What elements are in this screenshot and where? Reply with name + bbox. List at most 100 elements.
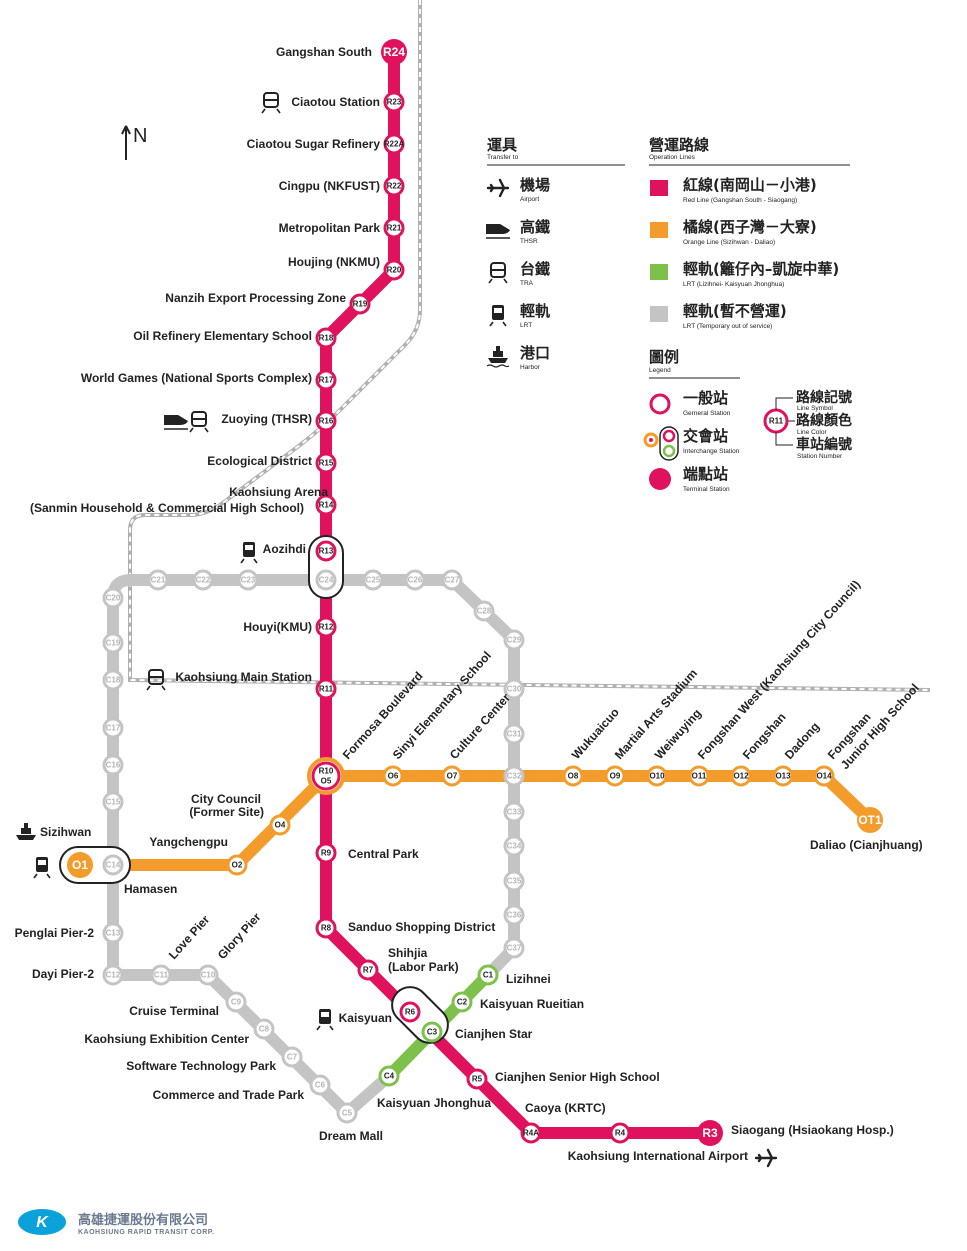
legend-line-en-0: Red Line (Gangshan South - Siaogang): [683, 197, 797, 204]
station-c26-code: C26: [408, 576, 423, 585]
label-shihjia: Shihjia: [388, 946, 428, 960]
station-r3-code: R3: [702, 1126, 718, 1140]
station-o11-code: O11: [692, 772, 707, 781]
station-c31-code: C31: [507, 730, 522, 739]
station-o4-code: O4: [275, 821, 286, 830]
legend-interchange-en: Interchange Station: [683, 448, 740, 455]
legend-station-anatomy: R11 路線記號 Line Symbol 路線顏色 Line Color 車站編…: [763, 389, 852, 460]
station-c15: [102, 791, 124, 813]
station-r17: [315, 369, 337, 391]
legend-line-zh-3: 輕軌(暫不營運): [683, 302, 787, 320]
red-line: [320, 52, 710, 1139]
station-r16: [315, 410, 337, 432]
label-nanzih-export-processing-zone: Nanzih Export Processing Zone: [165, 291, 346, 305]
station-o10: [646, 765, 668, 787]
tra-train-icon: [488, 262, 508, 284]
ferry-ship-icon: [486, 346, 510, 368]
station-c15-code: C15: [106, 798, 121, 807]
label-commerce-and-trade-park: Commerce and Trade Park: [153, 1088, 305, 1102]
kaisyuan-lrt-icon: [316, 1009, 334, 1031]
station-r9: [315, 842, 337, 864]
legend-line-zh-2: 輕軌(籬仔內–凱旋中華): [683, 260, 839, 278]
legend-lrt-zh: 輕軌: [520, 302, 550, 320]
station-c10-code: C10: [201, 971, 216, 980]
legend-thsr-en: THSR: [520, 238, 538, 245]
station-c22: [192, 569, 214, 591]
station-r21-code: R21: [387, 224, 402, 233]
label-zuoying-thsr: Zuoying (THSR): [221, 412, 312, 426]
station-c9-code: C9: [231, 998, 242, 1007]
station-r4: [609, 1122, 631, 1144]
legend-line-en-2: LRT (Lizihnei- Kaisyuan Jhonghua): [683, 281, 784, 288]
label-kaisyuan-jhonghua: Kaisyuan Jhonghua: [377, 1096, 491, 1110]
legend-terminal-en: Terminal Station: [683, 486, 730, 493]
label-sizihwan-o1: Sizihwan: [40, 825, 91, 839]
station-c32-code: C32: [507, 772, 522, 781]
label-yangchengpu-o2: Yangchengpu: [149, 835, 228, 849]
station-o12-code: O12: [733, 772, 749, 781]
station-r21: [383, 217, 405, 239]
station-r10-o5-inner: [311, 761, 341, 791]
station-o10-code: O10: [649, 772, 665, 781]
station-c16: [102, 754, 124, 776]
zuoying-thsr-icon: [164, 415, 188, 430]
station-c13-code: C13: [106, 929, 121, 938]
label-cruise-terminal: Cruise Terminal: [129, 1004, 219, 1018]
station-c33-code: C33: [507, 808, 522, 817]
label-world-games-national-sports-complex: World Games (National Sports Complex): [81, 371, 312, 385]
station-r7-code: R7: [363, 966, 374, 975]
station-o11: [688, 765, 710, 787]
station-o7-code: O7: [447, 772, 458, 781]
station-r3: [697, 1120, 723, 1146]
station-c17-code: C17: [106, 724, 121, 733]
label-cianjhen-senior-high-school: Cianjhen Senior High School: [495, 1070, 660, 1084]
station-c5: [336, 1102, 358, 1124]
legend-general-station-icon: [649, 393, 671, 415]
legend: 運具 Transfer to 機場 Airport 高鐵 THSR 台鐵 TRA…: [486, 136, 852, 493]
legend-line-en-3: LRT (Temporary out of service): [683, 323, 772, 330]
station-c24: [315, 569, 337, 591]
station-o9: [604, 765, 626, 787]
airplane-icon: [486, 178, 510, 198]
legend-station-number-en: Station Number: [797, 453, 843, 460]
station-r11-code: R11: [319, 685, 334, 694]
krtc-logo-mark: K: [36, 1214, 49, 1231]
station-r24: [381, 39, 407, 65]
station-c18-code: C18: [106, 676, 121, 685]
legend-symbols-title: 圖例: [649, 348, 679, 366]
station-c34-code: C34: [507, 842, 522, 851]
station-r8: [315, 917, 337, 939]
station-o2-code: O2: [232, 861, 243, 870]
legend-general-en: Gerneral Station: [683, 410, 731, 417]
station-c18: [102, 669, 124, 691]
station-c29-code: C29: [507, 636, 522, 645]
station-r20-code: R20: [387, 266, 402, 275]
label-culture-center-o7: Culture Center: [447, 690, 513, 762]
label-houyi-kmu: Houyi(KMU): [243, 620, 312, 634]
label-gangshan-south: Gangshan South: [276, 45, 372, 59]
legend-airport-zh: 機場: [520, 176, 550, 194]
station-r12-code: R12: [319, 623, 334, 632]
station-o13-code: O13: [775, 772, 791, 781]
station-c1-code: C1: [483, 971, 494, 980]
station-r10-code: R10: [319, 767, 334, 776]
station-c4: [378, 1065, 400, 1087]
label-central-park: Central Park: [348, 847, 419, 861]
station-ot1: [857, 807, 883, 833]
label-glory-pier: Glory Pier: [215, 910, 264, 962]
label-hamasen: Hamasen: [124, 882, 177, 896]
station-r23: [383, 91, 405, 113]
kaohsiung-main-tra-icon: [146, 669, 166, 691]
station-o5-code: O5: [321, 777, 332, 786]
station-r15-code: R15: [319, 459, 334, 468]
station-r5: [466, 1068, 488, 1090]
station-o1-code: O1: [72, 858, 88, 872]
station-r23-code: R23: [387, 98, 402, 107]
station-c22-code: C22: [196, 576, 211, 585]
station-c4-code: C4: [384, 1072, 395, 1081]
krtc-logo-en: KAOHSIUNG RAPID TRANSIT CORP.: [78, 1229, 215, 1236]
station-c35-code: C35: [507, 877, 522, 886]
krtc-logo: K 高雄捷運股份有限公司 KAOHSIUNG RAPID TRANSIT COR…: [18, 1209, 215, 1236]
